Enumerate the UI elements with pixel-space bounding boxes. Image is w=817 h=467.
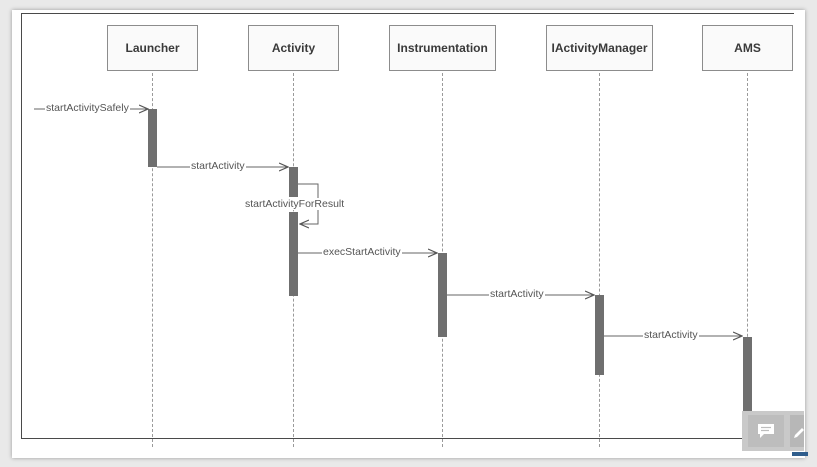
diagram-sheet — [12, 10, 805, 458]
lifeline-launcher: Launcher — [107, 25, 198, 71]
lifeline-instrumentation: Instrumentation — [389, 25, 496, 71]
message-label-startActivity-3: startActivity — [643, 329, 699, 341]
message-label-startActivityForResult: startActivityForResult — [244, 198, 346, 210]
message-label-startActivitySafely: startActivitySafely — [45, 102, 130, 114]
lifeline-line-iactivitymanager — [599, 73, 600, 447]
activation-activity-1 — [289, 167, 298, 197]
message-label-startActivity-1: startActivity — [190, 160, 246, 172]
chat-bubble-icon — [758, 424, 774, 438]
lifeline-ams: AMS — [702, 25, 793, 71]
diagram-frame — [21, 13, 794, 439]
edit-button[interactable] — [790, 415, 804, 447]
lifeline-line-launcher — [152, 73, 153, 447]
activation-launcher — [148, 109, 157, 167]
activation-instrumentation — [438, 253, 447, 337]
pencil-icon — [794, 428, 804, 438]
status-strip — [792, 452, 808, 456]
lifeline-iactivitymanager: IActivityManager — [546, 25, 653, 71]
message-label-execStartActivity: execStartActivity — [322, 246, 402, 258]
lifeline-line-ams — [747, 73, 748, 447]
activation-activity-2 — [289, 212, 298, 296]
lifeline-activity: Activity — [248, 25, 339, 71]
feedback-button[interactable] — [748, 415, 784, 447]
activation-ams — [743, 337, 752, 417]
message-label-startActivity-2: startActivity — [489, 288, 545, 300]
activation-iactivitymanager — [595, 295, 604, 375]
